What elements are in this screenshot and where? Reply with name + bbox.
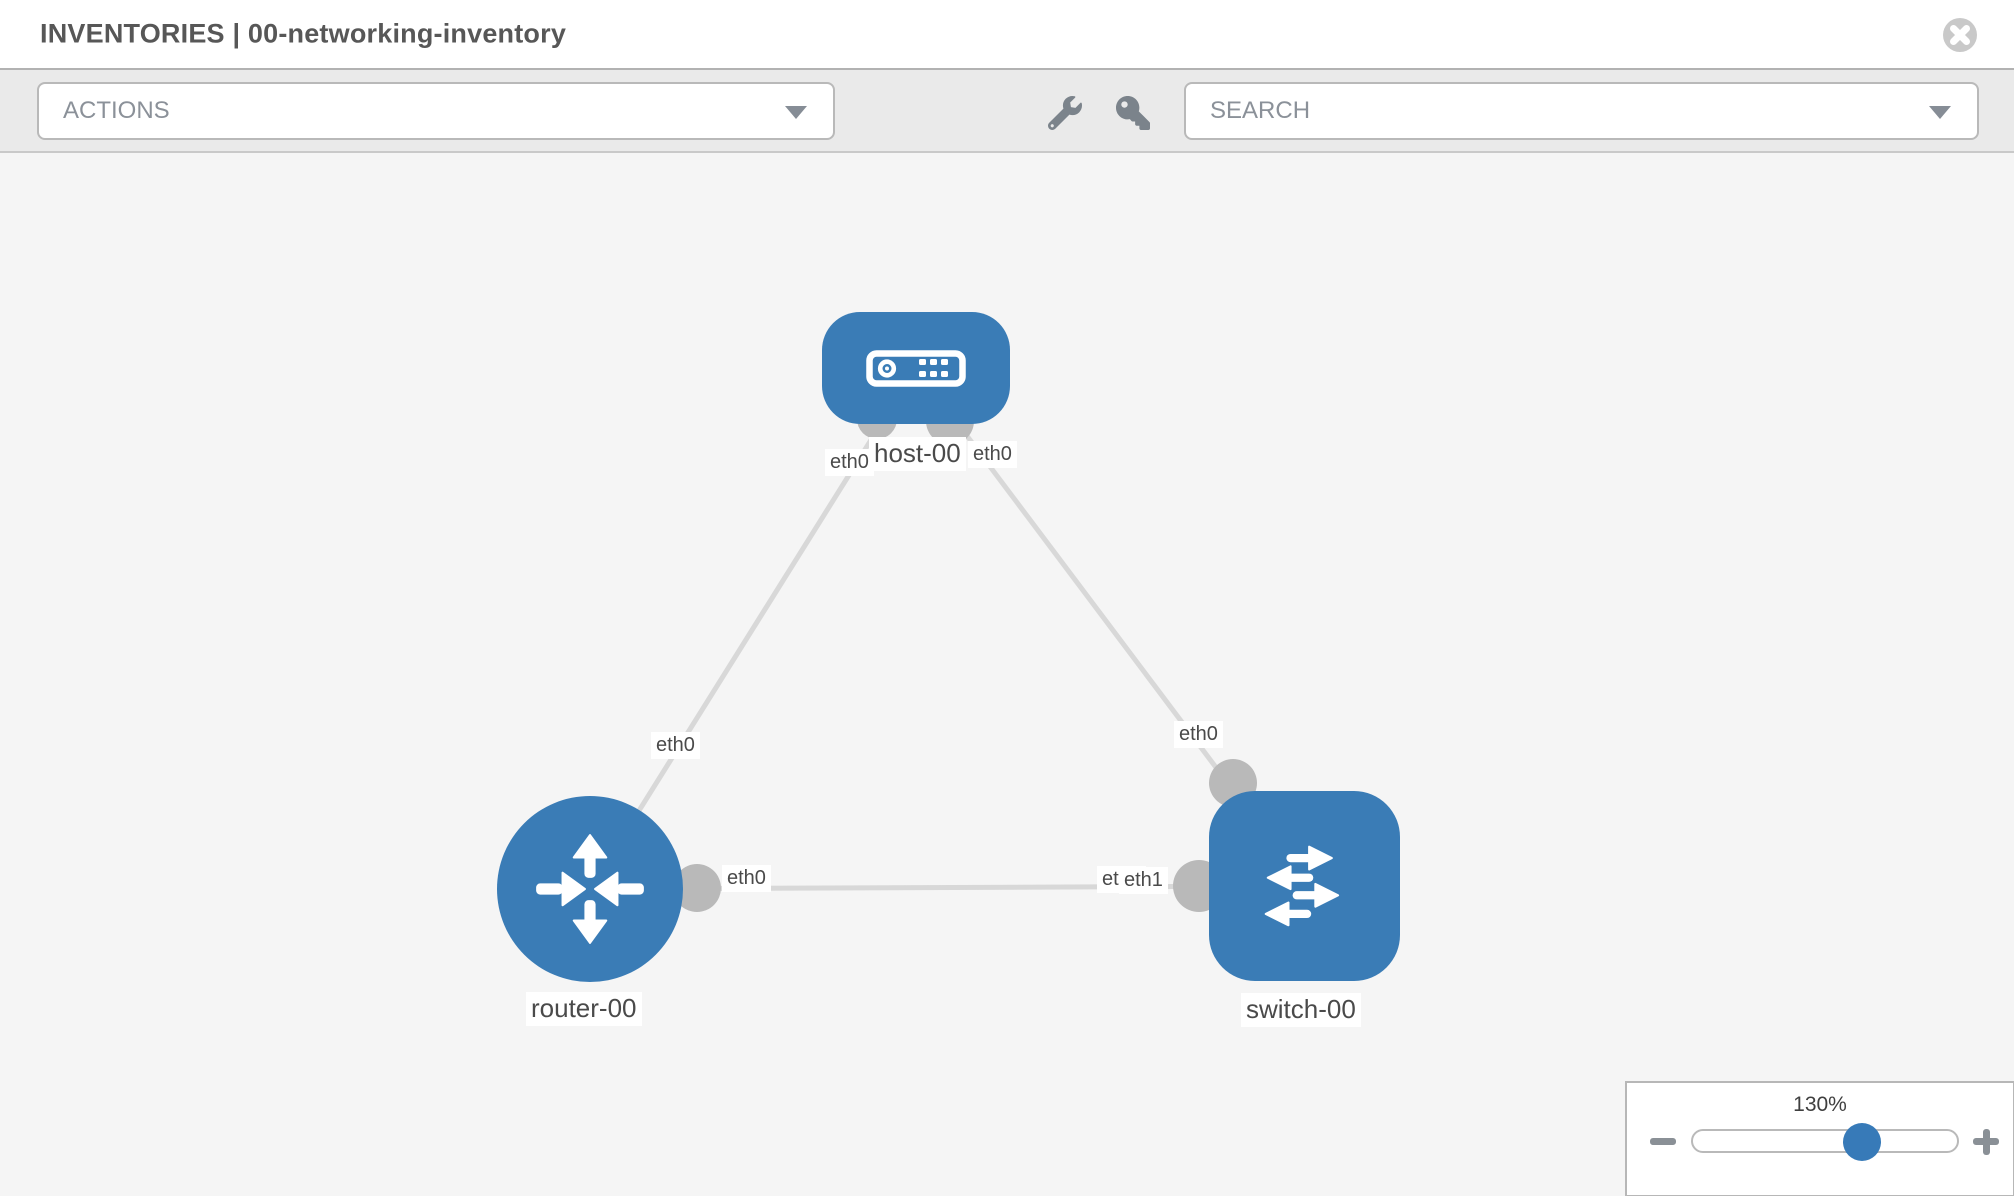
search-dropdown-label: SEARCH <box>1210 97 1311 124</box>
host-icon <box>866 349 966 387</box>
close-icon <box>1943 18 1977 52</box>
interface-label: eth0 <box>722 865 771 892</box>
zoom-control-panel: 130% <box>1625 1081 2014 1196</box>
node-host-00[interactable] <box>822 312 1010 424</box>
interface-connector-router-eth0[interactable] <box>673 864 721 912</box>
close-button[interactable] <box>1942 17 1978 53</box>
interface-label: eth0 <box>651 732 700 759</box>
caret-down-icon <box>785 106 807 119</box>
zoom-slider-handle[interactable] <box>1842 1123 1881 1161</box>
interface-label: eth0 <box>968 441 1017 468</box>
interface-label: eth0 <box>1174 721 1223 748</box>
node-router-00[interactable] <box>497 796 683 982</box>
credentials-button[interactable] <box>1116 96 1150 130</box>
configure-button[interactable] <box>1047 96 1082 131</box>
page-title: INVENTORIES | 00-networking-inventory <box>40 18 567 49</box>
zoom-slider[interactable] <box>1691 1123 1959 1161</box>
topology-canvas[interactable]: host-00 router-00 switch-00 eth0 eth0 et… <box>0 153 2014 1196</box>
header: INVENTORIES | 00-networking-inventory <box>0 0 2014 70</box>
zoom-level-value: 130% <box>1793 1093 1847 1116</box>
caret-down-icon <box>1929 106 1951 119</box>
actions-dropdown-label: ACTIONS <box>63 97 170 124</box>
links-layer <box>587 366 1307 912</box>
node-label-host: host-00 <box>869 437 966 471</box>
node-label-router: router-00 <box>526 992 642 1026</box>
search-dropdown[interactable]: SEARCH <box>1184 82 1979 140</box>
actions-dropdown[interactable]: ACTIONS <box>37 82 835 140</box>
router-icon <box>536 834 644 944</box>
node-label-switch: switch-00 <box>1241 993 1361 1027</box>
plus-icon <box>1982 1128 1990 1155</box>
interface-label: eth1 <box>1119 867 1168 894</box>
wrench-icon <box>1047 96 1082 131</box>
node-switch-00[interactable] <box>1209 791 1400 981</box>
toolbar: ACTIONS SEARCH <box>0 70 2014 153</box>
key-icon <box>1116 96 1150 130</box>
interface-label: eth0 <box>825 449 874 476</box>
zoom-in-button[interactable] <box>1971 1126 2001 1156</box>
switch-icon <box>1264 845 1339 927</box>
minus-icon <box>1650 1138 1676 1145</box>
zoom-out-button[interactable] <box>1648 1126 1678 1156</box>
